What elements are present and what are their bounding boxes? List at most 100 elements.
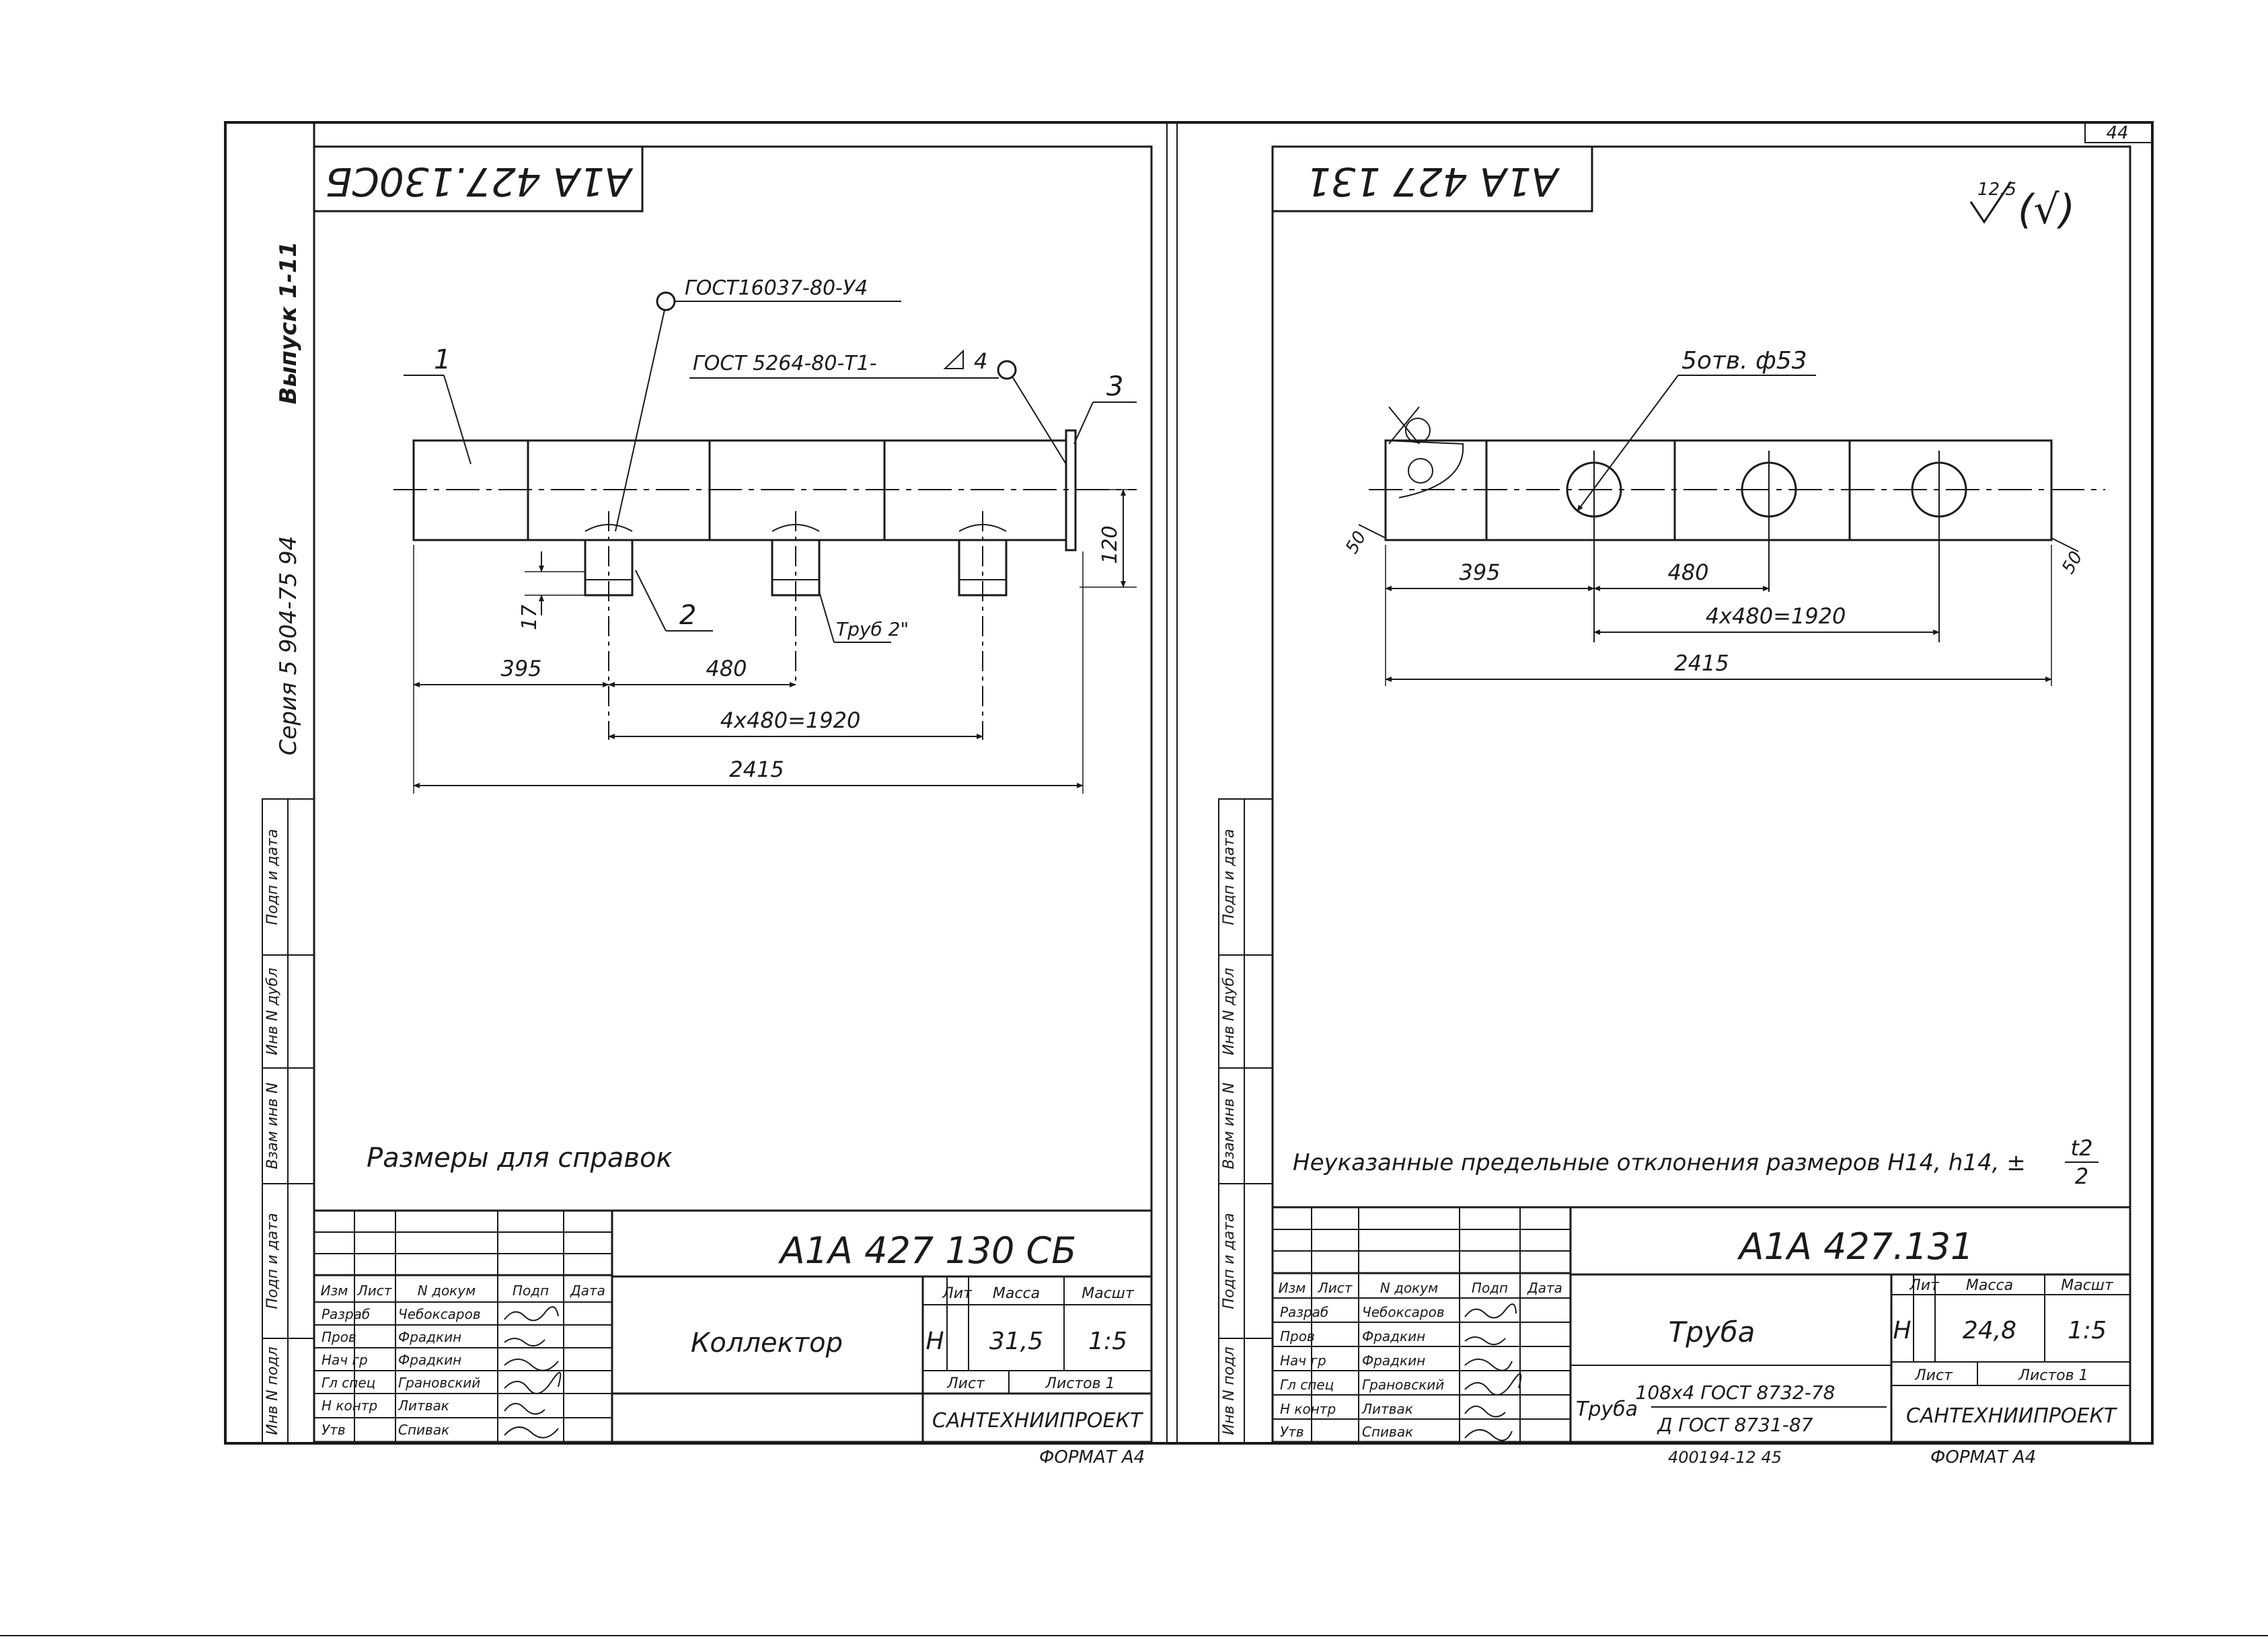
pipe-with-holes [1369, 406, 2105, 642]
left-org: САНТЕХНИИПРОЕКТ [932, 1409, 1144, 1433]
left-mass-header: Масса [993, 1285, 1040, 1302]
margin-label-repl-inv: Взам инв N [264, 1083, 281, 1170]
right-dim-2415: 2415 [1674, 650, 1729, 676]
margin-label-sign-date-r2: Подп и дата [1221, 1213, 1238, 1309]
dim-395: 395 [500, 656, 541, 681]
left-scale-header: Масшт [1082, 1285, 1135, 1302]
margin-label-dup-inv-r: Инв N дубл [1221, 968, 1238, 1055]
left-hdr-doc: N докум [418, 1283, 476, 1299]
right-drawing: А1А 427 131 12,5 (√) 5о [1271, 145, 2131, 1468]
left-role-2: Пров [322, 1329, 356, 1345]
left-sheet-label: Лист [946, 1375, 985, 1392]
margin-label-orig-inv: Инв N подл [264, 1346, 281, 1435]
left-hdr-sheet: Лист [357, 1283, 393, 1299]
left-role-5: Н контр [322, 1398, 377, 1414]
dim-480: 480 [706, 656, 747, 681]
outer-frame: 44 [0, 121, 2268, 1636]
left-role-4-name: Грановский [398, 1375, 480, 1391]
material-prefix: Труба [1576, 1398, 1638, 1421]
right-title-block: А1А 427.131 Труба Изм Лист N докум Подп … [1271, 1206, 2131, 1445]
right-dim-1920: 4х480=1920 [1706, 603, 1846, 629]
right-signatures [1464, 1303, 1522, 1441]
left-title-block: А1А 427 130 СБ Коллектор Изм Лист N доку… [313, 1209, 1153, 1445]
right-format: ФОРМАТ А4 [1930, 1447, 2036, 1468]
right-role-3-name: Фрадкин [1362, 1352, 1425, 1369]
right-role-2-name: Фрадкин [1362, 1328, 1425, 1344]
roughness-bracket: (√) [2018, 186, 2075, 233]
right-role-1: Разраб [1280, 1304, 1328, 1320]
right-role-5: Н контр [1280, 1401, 1336, 1417]
left-role-2-name: Фрадкин [398, 1329, 461, 1345]
right-dimensions: 395 480 4х480=1920 2415 [1385, 545, 2052, 686]
left-role-1-name: Чебоксаров [398, 1306, 481, 1322]
left-hdr-sign: Подп [513, 1283, 549, 1299]
left-note: Размеры для справок [367, 1143, 673, 1174]
margin-label-orig-inv-r: Инв N подл [1221, 1346, 1238, 1435]
right-approval-strip: Подп и дата Инв N дубл Взам инв N Подп и… [1218, 798, 1273, 1444]
left-lit-header: Лит [942, 1285, 973, 1302]
margin-label-sign-date-1: Подп и дата [264, 829, 281, 925]
bottom-code: 400194-12 45 [1668, 1448, 1782, 1467]
right-dim-395: 395 [1459, 560, 1500, 585]
left-mirror-code: А1А 427.130СБ [326, 159, 634, 204]
right-lit-header: Лит [1909, 1277, 1940, 1294]
right-org: САНТЕХНИИПРОЕКТ [1906, 1404, 2118, 1428]
left-designation: А1А 427 130 СБ [778, 1229, 1077, 1272]
right-scale-value: 1:5 [2068, 1317, 2107, 1344]
page-number: 44 [2106, 123, 2128, 143]
left-signatures [504, 1306, 562, 1439]
left-part-name: Коллектор [691, 1328, 843, 1359]
series-label: Серия 5 904-75 94 [275, 536, 302, 756]
series-strip: Выпуск 1-11 Серия 5 904-75 94 [275, 122, 315, 1443]
right-hdr-rev: Изм [1279, 1280, 1306, 1296]
right-hdr-doc: N докум [1380, 1280, 1438, 1296]
left-role-5-name: Литвак [398, 1398, 449, 1414]
right-role-4-name: Грановский [1362, 1377, 1444, 1393]
left-role-6: Утв [322, 1422, 346, 1438]
left-dimensions: 395 480 4х480=1920 2415 120 17 [413, 489, 1137, 794]
margin-label-sign-date-r1: Подп и дата [1221, 829, 1238, 925]
left-format: ФОРМАТ А4 [1039, 1447, 1145, 1468]
tolerance-frac-bottom: 2 [2075, 1164, 2088, 1189]
part-2-label: 2 [679, 600, 696, 631]
left-lit-value: Н [925, 1328, 944, 1355]
right-lit-value: Н [1893, 1317, 1911, 1344]
right-mass-header: Масса [1966, 1277, 2013, 1294]
tolerance-frac-top: t2 [2071, 1135, 2093, 1161]
right-hdr-sheet: Лист [1318, 1280, 1353, 1296]
part-3-label: 3 [1106, 371, 1123, 402]
hole-callout: 5отв. ф53 [1681, 347, 1807, 375]
right-role-1-name: Чебоксаров [1362, 1304, 1445, 1320]
margin-label-dup-inv: Инв N дубл [264, 968, 281, 1055]
pipe-2in-label: Труб 2" [836, 618, 909, 640]
right-role-6: Утв [1280, 1424, 1304, 1440]
left-sheets-label: Листов 1 [1045, 1375, 1114, 1392]
weld-triangle-icon [943, 349, 964, 369]
left-role-3: Нач гр [322, 1352, 368, 1368]
tolerance-note: Неуказанные предельные отклонения размер… [1293, 1149, 2026, 1176]
right-scale-header: Масшт [2061, 1277, 2114, 1294]
left-hdr-rev: Изм [321, 1283, 348, 1299]
right-designation: А1А 427.131 [1737, 1225, 1974, 1268]
right-role-6-name: Спивак [1362, 1424, 1413, 1440]
material-bottom: Д ГОСТ 8731-87 [1657, 1414, 1813, 1436]
left-role-4: Гл спец [322, 1375, 375, 1391]
left-role-1: Разраб [322, 1306, 370, 1322]
chamfer-right: 50 [2058, 548, 2087, 578]
gost-16037-callout: ГОСТ16037-80-У4 [685, 276, 868, 300]
margin-label-repl-inv-r: Взам инв N [1221, 1083, 1238, 1170]
dim-1920: 4х480=1920 [720, 708, 861, 733]
left-role-3-name: Фрадкин [398, 1352, 461, 1368]
right-sheets-label: Листов 1 [2018, 1367, 2088, 1384]
right-part-name: Труба [1669, 1316, 1755, 1348]
collector-pipe [393, 429, 1137, 740]
left-roles: Разраб Чебоксаров Пров Фрадкин Нач гр Фр… [322, 1306, 481, 1438]
right-dim-480: 480 [1667, 560, 1708, 585]
weld-leg-size: 4 [974, 348, 987, 374]
left-mass-value: 31,5 [989, 1328, 1043, 1355]
left-role-6-name: Спивак [398, 1422, 449, 1438]
gost-5264-callout: ГОСТ 5264-80-Т1- [693, 352, 877, 375]
left-callouts: ГОСТ16037-80-У4 ГОСТ 5264-80-Т1- 4 1 3 2… [404, 276, 1137, 643]
right-roles: Разраб Чебоксаров Пров Фрадкин Нач гр Фр… [1280, 1304, 1445, 1440]
left-scale-value: 1:5 [1088, 1328, 1127, 1355]
